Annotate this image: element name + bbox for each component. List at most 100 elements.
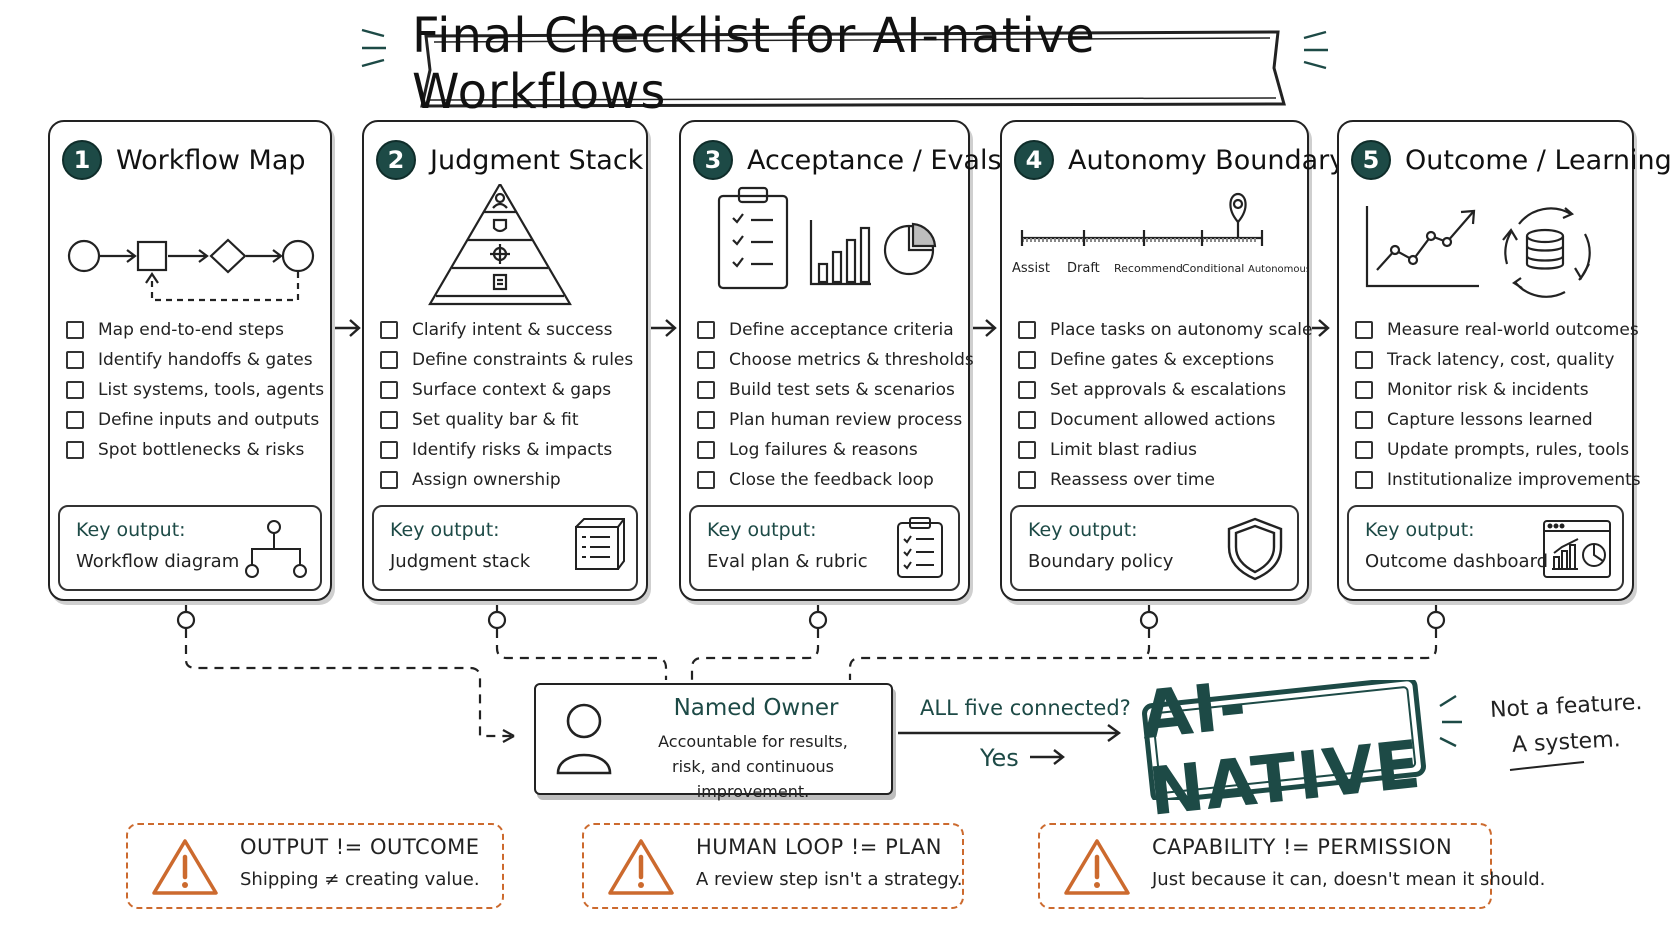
checklist-item[interactable]: Monitor risk & incidents: [1355, 375, 1641, 405]
checkbox[interactable]: [697, 411, 715, 429]
checklist-item[interactable]: Update prompts, rules, tools: [1355, 435, 1641, 465]
scale-label-draft: Draft: [1067, 261, 1100, 276]
checklist: Clarify intent & success Define constrai…: [380, 315, 633, 495]
key-output-label: Key output:: [1028, 519, 1138, 541]
connection-question: ALL five connected?: [920, 696, 1131, 720]
key-output-value: Workflow diagram: [76, 551, 240, 572]
autonomy-scale-icon: Assist Draft Recommend Conditional Auton…: [1012, 192, 1307, 276]
checklist-item[interactable]: Surface context & gaps: [380, 375, 633, 405]
checklist-item[interactable]: Capture lessons learned: [1355, 405, 1641, 435]
checkbox[interactable]: [380, 411, 398, 429]
owner-title: Named Owner: [673, 695, 839, 721]
checklist-item[interactable]: Assign ownership: [380, 465, 633, 495]
checklist-item[interactable]: Identify handoffs & gates: [66, 345, 324, 375]
step-number-3: 3: [693, 140, 733, 180]
scale-label-recommend: Recommend: [1114, 262, 1183, 275]
warning-title: HUMAN LOOP != PLAN: [696, 835, 942, 859]
org-tree-icon: [245, 520, 307, 578]
key-output-label: Key output:: [1365, 519, 1475, 541]
key-output-label: Key output:: [390, 519, 500, 541]
checkbox[interactable]: [1018, 381, 1036, 399]
checklist-item[interactable]: Measure real-world outcomes: [1355, 315, 1641, 345]
key-output-value: Eval plan & rubric: [707, 551, 868, 572]
person-icon: [556, 703, 612, 775]
checklist-item[interactable]: Spot bottlenecks & risks: [66, 435, 324, 465]
key-output-box: Key output: Outcome dashboard: [1347, 505, 1624, 591]
checkbox[interactable]: [1355, 441, 1373, 459]
scale-label-autonomous: Autonomous: [1248, 264, 1307, 275]
checkbox[interactable]: [1355, 351, 1373, 369]
checklist: Place tasks on autonomy scale Define gat…: [1018, 315, 1313, 495]
checkbox[interactable]: [66, 381, 84, 399]
checklist-item[interactable]: Track latency, cost, quality: [1355, 345, 1641, 375]
checklist-item[interactable]: Plan human review process: [697, 405, 974, 435]
pyramid-icon: [428, 184, 572, 306]
checklist-item[interactable]: Document allowed actions: [1018, 405, 1313, 435]
checklist-item[interactable]: Build test sets & scenarios: [697, 375, 974, 405]
key-output-value: Judgment stack: [390, 551, 531, 572]
warning-icon: [1064, 839, 1130, 895]
checkbox[interactable]: [1018, 321, 1036, 339]
checklist-item[interactable]: Close the feedback loop: [697, 465, 974, 495]
checkbox[interactable]: [66, 411, 84, 429]
checkbox[interactable]: [66, 441, 84, 459]
key-output-label: Key output:: [707, 519, 817, 541]
checkbox[interactable]: [697, 471, 715, 489]
ai-native-stamp: [1142, 680, 1426, 800]
checklist-item[interactable]: Choose metrics & thresholds: [697, 345, 974, 375]
checkbox[interactable]: [1018, 441, 1036, 459]
checkbox[interactable]: [380, 381, 398, 399]
card-title: Judgment Stack: [430, 144, 644, 176]
checkbox[interactable]: [380, 351, 398, 369]
checklist-item[interactable]: Institutionalize improvements: [1355, 465, 1641, 495]
key-output-box: Key output: Workflow diagram: [58, 505, 322, 591]
named-owner-box: Named Owner Accountable for results, ris…: [534, 683, 893, 801]
checkbox[interactable]: [380, 471, 398, 489]
step-number-5: 5: [1351, 140, 1391, 180]
checklist-item[interactable]: Map end-to-end steps: [66, 315, 324, 345]
checklist-item[interactable]: Reassess over time: [1018, 465, 1313, 495]
key-output-value: Boundary policy: [1028, 551, 1174, 572]
checkbox[interactable]: [380, 441, 398, 459]
checklist-item[interactable]: Log failures & reasons: [697, 435, 974, 465]
checklist-item[interactable]: Define inputs and outputs: [66, 405, 324, 435]
shield-icon: [1227, 517, 1283, 581]
checklist-item[interactable]: Limit blast radius: [1018, 435, 1313, 465]
step-number-4: 4: [1014, 140, 1054, 180]
checkbox[interactable]: [1018, 411, 1036, 429]
checklist: Measure real-world outcomes Track latenc…: [1355, 315, 1641, 495]
warning-capability-permission: CAPABILITY != PERMISSION Just because it…: [1038, 823, 1545, 909]
dashboard-icon: [1543, 520, 1611, 578]
checkbox[interactable]: [380, 321, 398, 339]
card-title: Workflow Map: [116, 144, 306, 176]
checklist-item[interactable]: Define gates & exceptions: [1018, 345, 1313, 375]
stacked-docs-icon: [575, 518, 625, 570]
warning-title: OUTPUT != OUTCOME: [240, 835, 480, 859]
checkbox[interactable]: [1018, 351, 1036, 369]
checkbox[interactable]: [1355, 471, 1373, 489]
checkbox[interactable]: [697, 351, 715, 369]
checkbox[interactable]: [66, 321, 84, 339]
warning-output-outcome: OUTPUT != OUTCOME Shipping ≠ creating va…: [126, 823, 504, 909]
checkbox[interactable]: [66, 351, 84, 369]
checkbox[interactable]: [1355, 381, 1373, 399]
checklist-item[interactable]: Set quality bar & fit: [380, 405, 633, 435]
checklist-item[interactable]: Define constraints & rules: [380, 345, 633, 375]
checklist-item[interactable]: Define acceptance criteria: [697, 315, 974, 345]
key-output-label: Key output:: [76, 519, 186, 541]
checklist-item[interactable]: Identify risks & impacts: [380, 435, 633, 465]
checkbox[interactable]: [697, 321, 715, 339]
checkbox[interactable]: [697, 381, 715, 399]
checkbox[interactable]: [1018, 471, 1036, 489]
yes-label: Yes: [980, 744, 1019, 772]
checklist: Define acceptance criteria Choose metric…: [697, 315, 974, 495]
page-title: Final Checklist for AI-native Workflows: [412, 8, 1096, 120]
checkbox[interactable]: [1355, 321, 1373, 339]
checkbox[interactable]: [1355, 411, 1373, 429]
key-output-value: Outcome dashboard: [1365, 551, 1549, 572]
checklist-item[interactable]: Place tasks on autonomy scale: [1018, 315, 1313, 345]
checklist-item[interactable]: Set approvals & escalations: [1018, 375, 1313, 405]
checkbox[interactable]: [697, 441, 715, 459]
checklist-item[interactable]: List systems, tools, agents: [66, 375, 324, 405]
checklist-item[interactable]: Clarify intent & success: [380, 315, 633, 345]
